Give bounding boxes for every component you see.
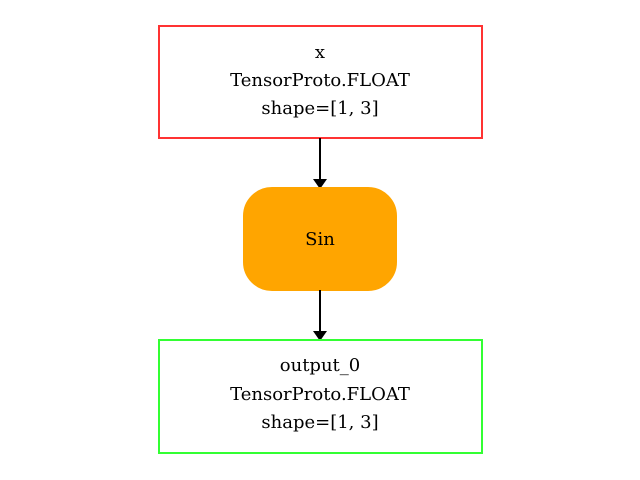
op-node-sin[interactable]: Sin: [243, 187, 397, 291]
input-node-x[interactable]: x TensorProto.FLOAT shape=[1, 3]: [158, 25, 483, 139]
output-node-shape: shape=[1, 3]: [261, 412, 378, 433]
output-node-type: TensorProto.FLOAT: [230, 384, 410, 405]
input-node-shape: shape=[1, 3]: [261, 98, 378, 119]
op-node-label: Sin: [305, 229, 335, 250]
output-node-name: output_0: [280, 355, 360, 376]
input-node-box: [158, 25, 483, 139]
input-node-type: TensorProto.FLOAT: [230, 70, 410, 91]
input-node-name: x: [315, 42, 325, 63]
output-node-box: [158, 339, 483, 454]
output-node-output-0[interactable]: output_0 TensorProto.FLOAT shape=[1, 3]: [158, 339, 483, 454]
